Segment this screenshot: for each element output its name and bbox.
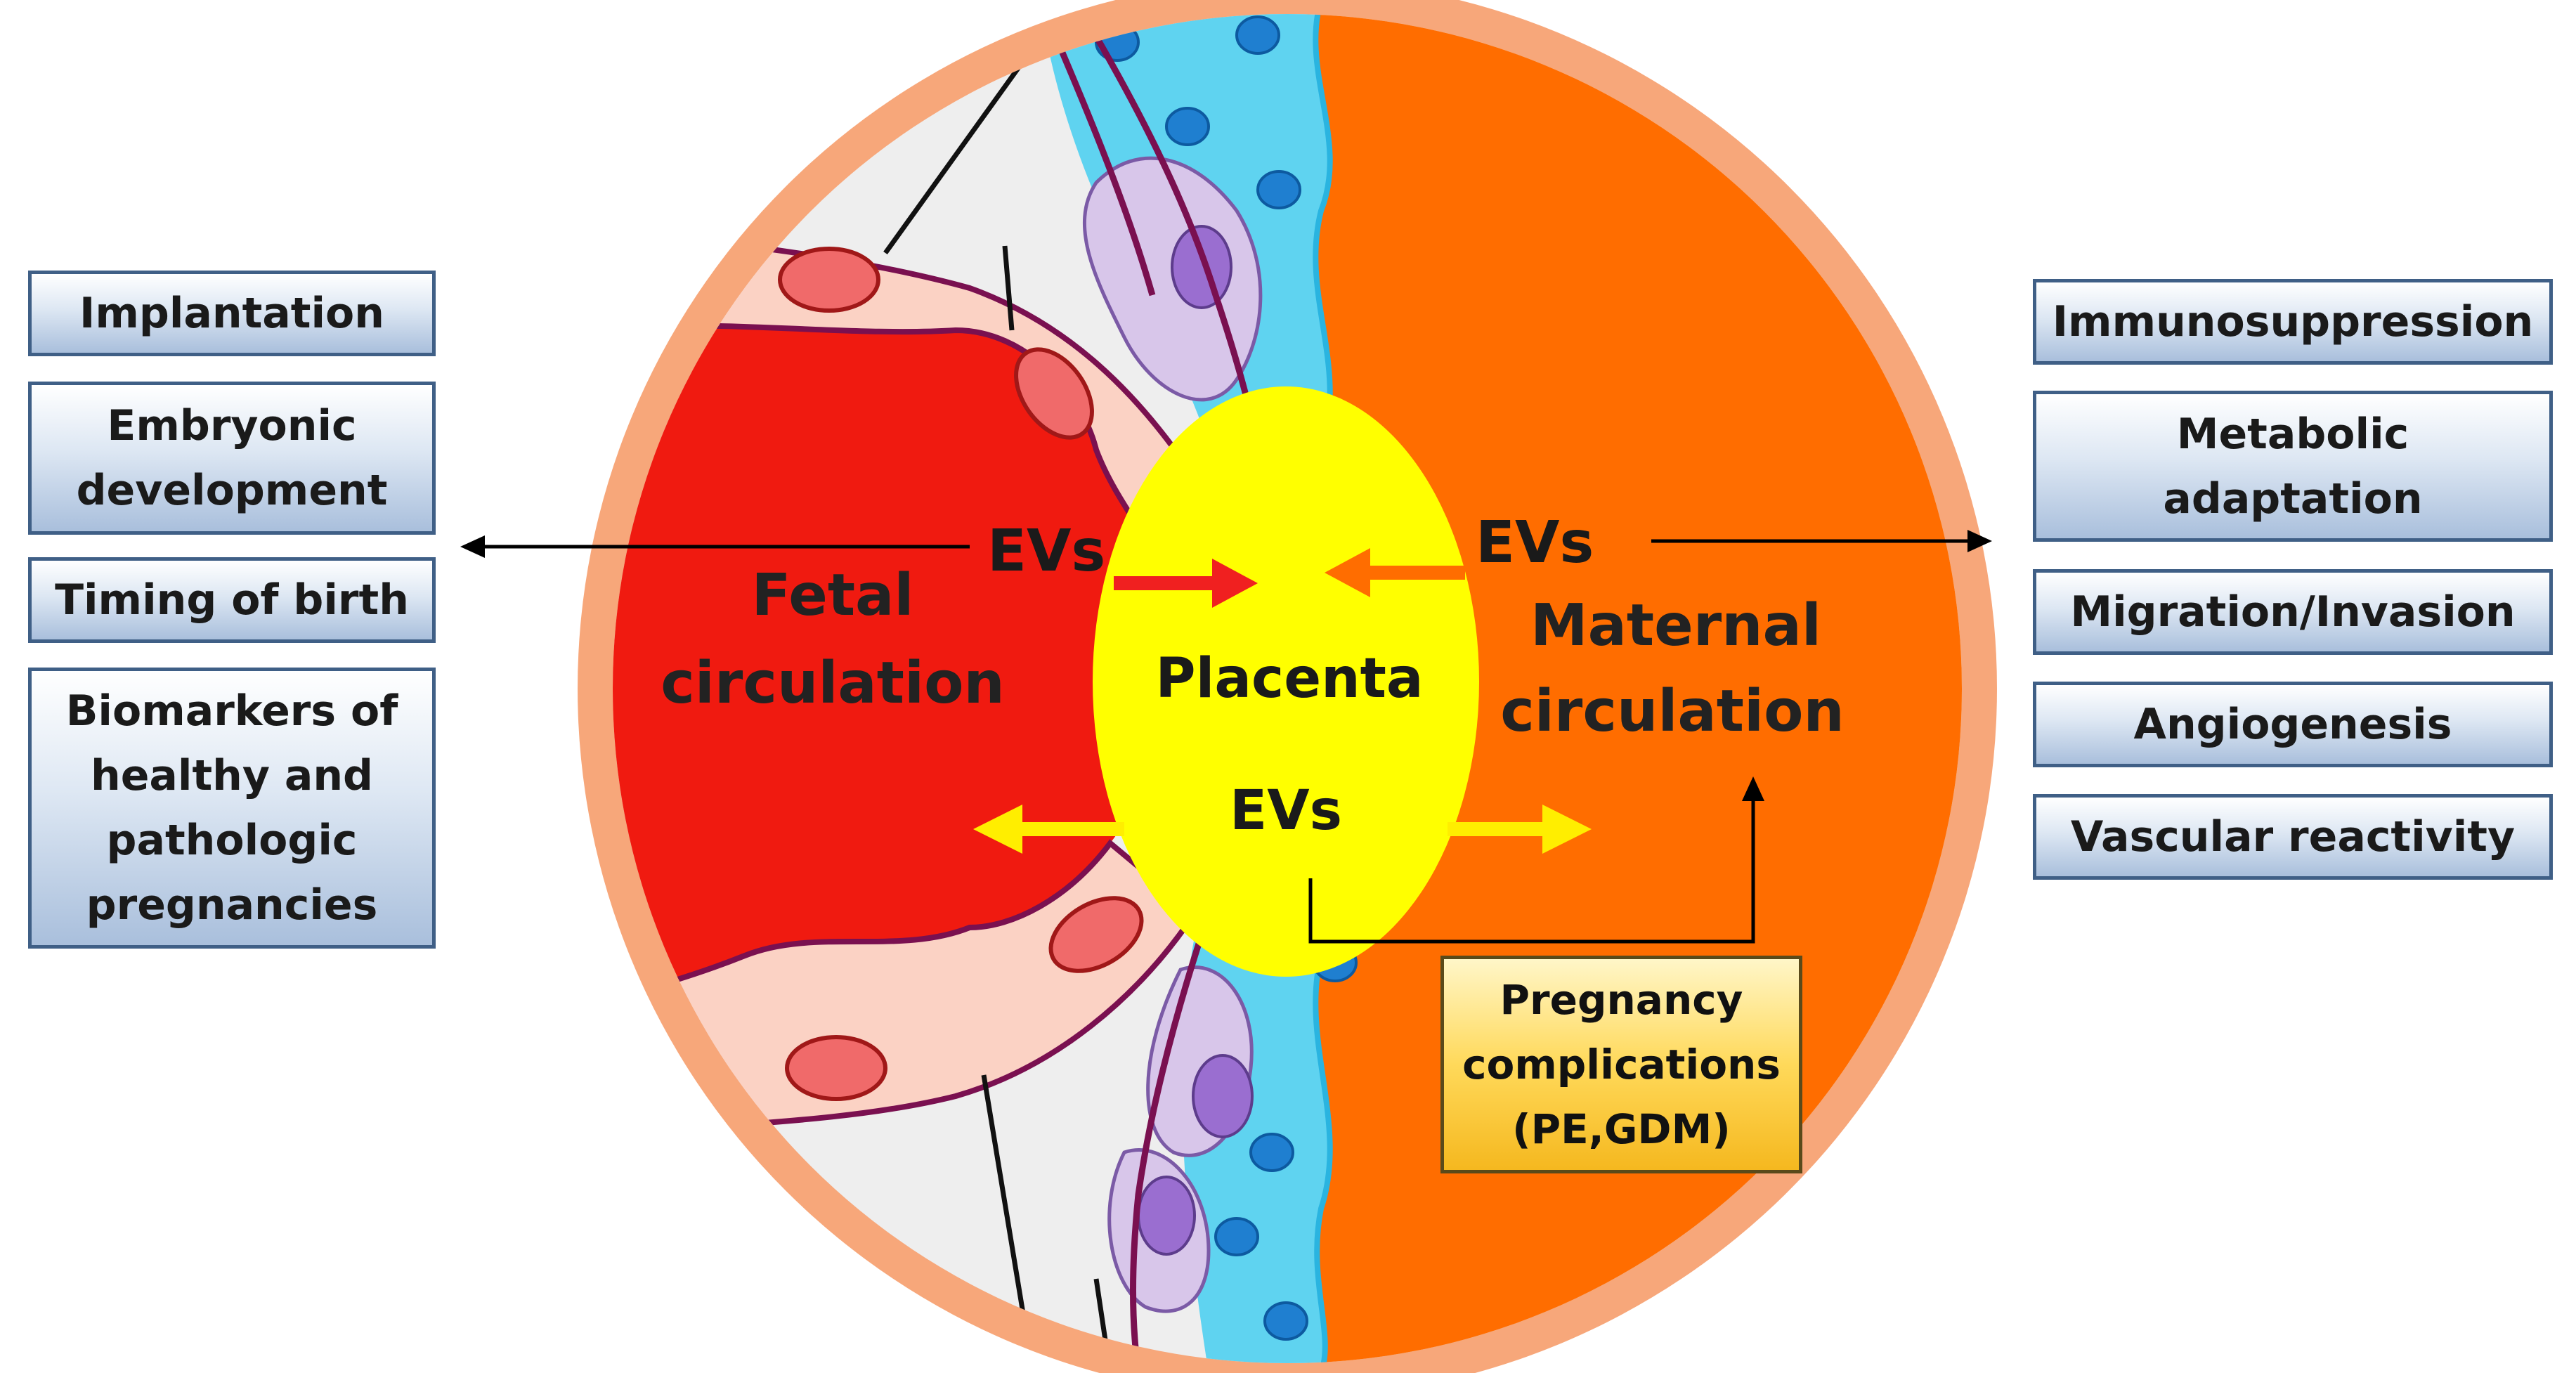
left-effect-label: Implantation: [79, 289, 384, 338]
left-effect-label: Biomarkers of healthy and pathologic pre…: [65, 686, 398, 930]
placenta: [1093, 386, 1479, 977]
right-effects-arrow: [1651, 530, 1992, 552]
evs-right-label: EVs: [1476, 509, 1594, 576]
complications-line1: Pregnancy: [1500, 976, 1743, 1024]
right-effect-vascular-reactivity: Vascular reactivity: [2033, 794, 2553, 880]
right-effect-label: Metabolic adaptation: [2163, 409, 2423, 523]
evs-left-label: EVs: [987, 518, 1105, 585]
left-effects-arrow: [460, 535, 970, 558]
pregnancy-complications-box: Pregnancy complications (PE,GDM): [1440, 956, 1802, 1173]
fetal-to-placenta-arrow: [1114, 559, 1258, 608]
maternal-to-placenta-arrow: [1325, 548, 1465, 597]
right-effect-label: Migration/Invasion: [2070, 587, 2516, 637]
placenta-to-fetal-arrow: [973, 805, 1124, 854]
left-effect-biomarkers: Biomarkers of healthy and pathologic pre…: [28, 668, 436, 949]
red-blood-cells: [778, 247, 1144, 1101]
placenta-label: Placenta: [1155, 647, 1423, 710]
right-effect-label: Immunosuppression: [2052, 297, 2534, 346]
maternal-label-line1: Maternal: [1530, 592, 1821, 659]
complications-line3: (PE,GDM): [1512, 1105, 1731, 1153]
fetal-label-line2: circulation: [661, 650, 1005, 717]
left-effect-label: Embryonic development: [76, 401, 388, 515]
right-effect-label: Angiogenesis: [2133, 700, 2452, 749]
right-effect-migration-invasion: Migration/Invasion: [2033, 569, 2553, 655]
blue-layer: [1040, 14, 1330, 1363]
maternal-label-line2: circulation: [1500, 678, 1845, 745]
fetal-region: [613, 325, 1183, 1012]
complications-connector: [1308, 776, 1764, 944]
right-effect-angiogenesis: Angiogenesis: [2033, 682, 2553, 767]
complications-line2: complications: [1462, 1041, 1781, 1088]
fetal-label-line1: Fetal: [752, 562, 914, 629]
left-effect-timing-of-birth: Timing of birth: [28, 557, 436, 643]
left-effect-implantation: Implantation: [28, 271, 436, 356]
left-effect-embryonic-development: Embryonic development: [28, 382, 436, 535]
placenta-to-maternal-arrow: [1448, 805, 1592, 854]
left-effect-label: Timing of birth: [55, 575, 409, 625]
right-effect-immunosuppression: Immunosuppression: [2033, 279, 2553, 365]
evs-center-label: EVs: [1230, 779, 1342, 842]
right-effect-label: Vascular reactivity: [2070, 812, 2516, 861]
right-effect-metabolic-adaptation: Metabolic adaptation: [2033, 391, 2553, 542]
